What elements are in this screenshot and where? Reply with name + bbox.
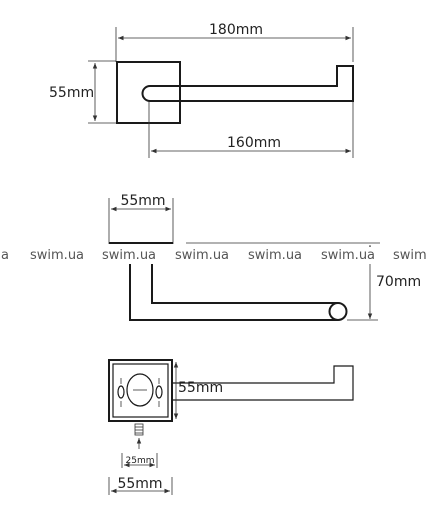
watermark-backing <box>316 247 378 264</box>
watermark-row: a swim.ua swim.ua swim.ua swim.ua swim.u… <box>1 247 426 264</box>
screw-hole-right <box>155 385 163 399</box>
holder-arm-front <box>172 365 354 401</box>
watermark: swim.ua <box>248 248 302 263</box>
dimension-label-base-size-bottom: 55mm <box>117 476 162 492</box>
front-view: 55mm 25mm 55mm <box>108 359 354 495</box>
center-circle <box>126 373 154 407</box>
arm-end-cap <box>328 302 348 321</box>
base-plate <box>116 61 181 124</box>
holder-arm <box>141 65 354 102</box>
screw-hole-left <box>117 385 125 399</box>
dimension-label-overall-length: 180mm <box>209 22 263 38</box>
watermark: swim.ua <box>102 248 156 263</box>
dimension-label-base-width: 55mm <box>120 193 165 209</box>
watermark: swim.ua <box>30 248 84 263</box>
screw <box>134 423 144 449</box>
front-base-inner <box>112 363 169 418</box>
holder-arm-side <box>129 260 338 321</box>
watermark: a <box>1 248 9 263</box>
watermark: swim.ua <box>321 248 375 263</box>
dimension-label-height: 70mm <box>376 274 421 290</box>
watermark: swim.ua <box>175 248 229 263</box>
dimension-label-base-size-right: 55mm <box>178 380 223 396</box>
watermark-backing <box>96 247 160 264</box>
dimension-label-screw-spacing: 25mm <box>126 456 155 466</box>
front-base-plate <box>108 359 173 422</box>
dimension-label-base-height: 55mm <box>49 85 94 101</box>
watermark: swim <box>393 248 426 263</box>
dimension-label-arm-length: 160mm <box>227 135 281 151</box>
top-view: 180mm 55mm 160mm <box>49 22 354 158</box>
side-view: 55mm 70mm <box>108 193 421 321</box>
watermark-backing <box>170 247 232 264</box>
